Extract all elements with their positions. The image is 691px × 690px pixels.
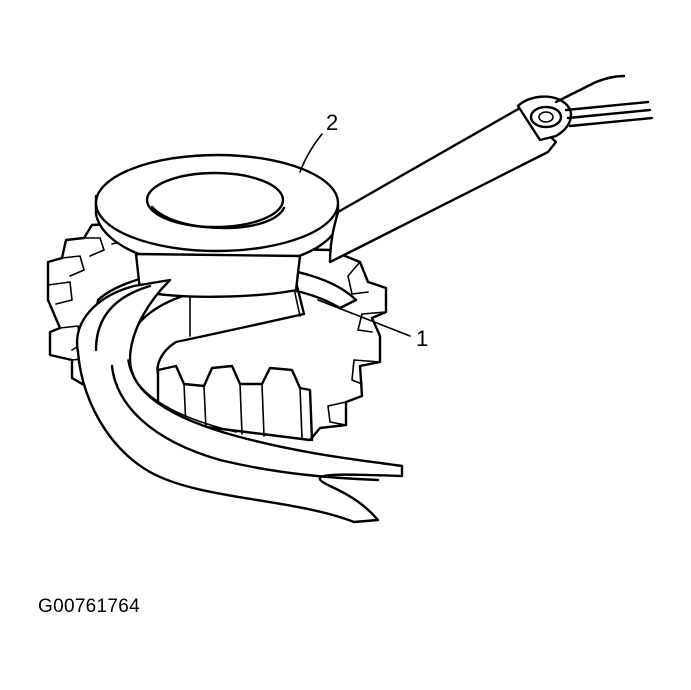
pry-bar-hook <box>554 74 626 104</box>
pry-bar-pivot-inner <box>538 111 554 123</box>
callout-label-2: 2 <box>326 110 338 135</box>
gear-tooth-lines <box>183 383 303 439</box>
tool-blade-inner-edge <box>127 359 237 433</box>
gear-teeth-right <box>327 261 387 426</box>
gear-inner-teeth <box>156 364 314 442</box>
pry-bar-end <box>516 95 573 142</box>
pry-bar-rod <box>564 100 654 128</box>
tool-blade-body <box>75 278 404 524</box>
seal-slot <box>136 264 306 376</box>
leader-line-2 <box>299 133 323 173</box>
leader-line-1 <box>317 299 411 337</box>
pry-bar-pivot-outer <box>529 105 563 129</box>
tool-blade <box>75 278 404 524</box>
callout-label-1: 1 <box>416 326 428 351</box>
pry-bar-handle <box>328 106 558 264</box>
disc-bore-inner <box>150 205 286 230</box>
disc-top <box>94 153 340 253</box>
pry-bar <box>328 74 654 264</box>
tool-blade-edge <box>94 284 380 482</box>
figure-id: G00761764 <box>38 596 141 617</box>
